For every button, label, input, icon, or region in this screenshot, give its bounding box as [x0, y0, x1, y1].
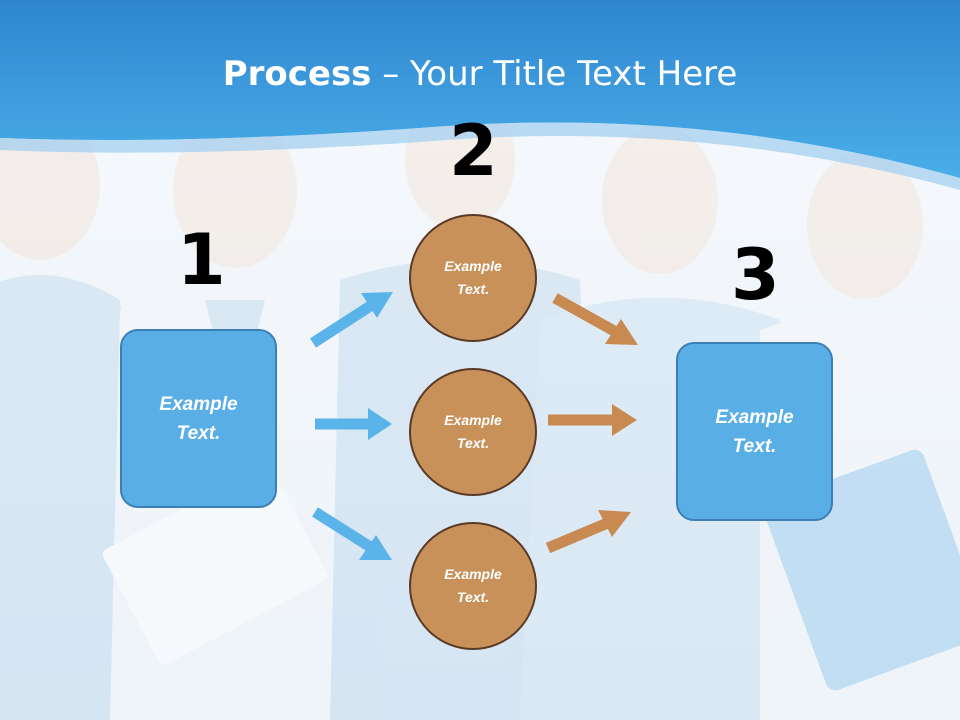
step-number-1: 1	[177, 219, 226, 301]
left-text-box: Example Text.	[120, 329, 277, 508]
blue-arrow-right	[315, 408, 392, 440]
top-circle: Example Text.	[409, 214, 537, 342]
slide-title: Process – Your Title Text Here	[0, 52, 960, 96]
brown-arrow-right	[548, 404, 637, 436]
middle-circle: Example Text.	[409, 368, 537, 496]
title-bold: Process	[222, 54, 372, 94]
right-box-label: Example Text.	[715, 406, 794, 457]
top-circle-label: Example Text.	[444, 258, 502, 297]
blue-arrow-up	[310, 292, 393, 348]
bottom-circle: Example Text.	[409, 522, 537, 650]
right-text-box: Example Text.	[676, 342, 833, 521]
blue-arrow-down	[312, 507, 392, 560]
title-rest: – Your Title Text Here	[371, 54, 738, 94]
bottom-circle-label: Example Text.	[444, 566, 502, 605]
brown-arrow-down	[552, 293, 638, 345]
step-number-3: 3	[731, 234, 780, 316]
middle-circle-label: Example Text.	[444, 412, 502, 451]
left-box-label: Example Text.	[159, 393, 238, 444]
step-number-2: 2	[449, 110, 498, 192]
brown-arrow-up	[545, 510, 631, 554]
